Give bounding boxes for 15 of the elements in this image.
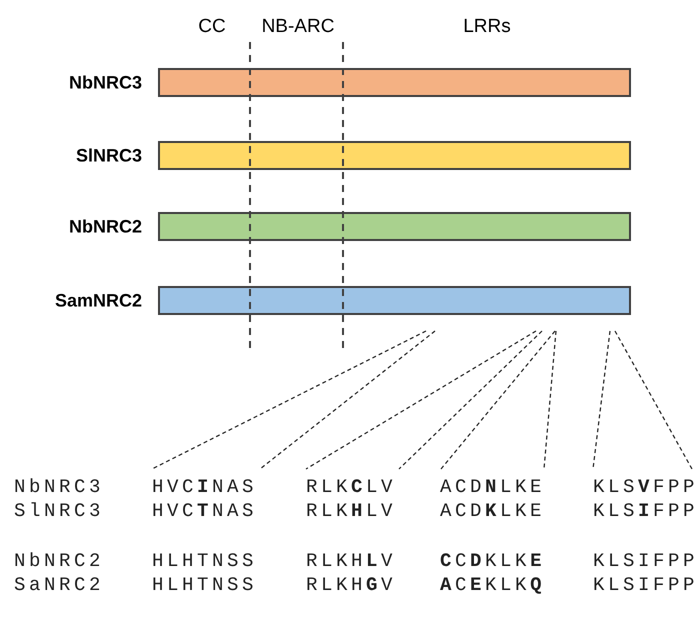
domain-label: NB-ARC	[262, 16, 334, 38]
sequence-name: SlNRC3	[14, 500, 104, 522]
sequence-name: NbNRC2	[14, 550, 104, 572]
sequence-name: SaNRC2	[14, 574, 104, 596]
sequence-fragment: KLSIFPP	[593, 550, 698, 572]
protein-name: NbNRC3	[68, 72, 142, 93]
sequence-fragment: HLHTNSS	[152, 574, 258, 596]
sequence-fragment: HLHTNSS	[152, 550, 258, 572]
domain-label: CC	[198, 16, 226, 38]
protein-name: NbNRC2	[68, 216, 142, 237]
sequence-name: NbNRC3	[14, 476, 104, 498]
protein-name: SamNRC2	[54, 290, 142, 311]
sequence-fragment: KLSIFPP	[593, 574, 698, 596]
protein-name: SlNRC3	[76, 145, 142, 166]
domain-label: LRRs	[463, 16, 511, 38]
